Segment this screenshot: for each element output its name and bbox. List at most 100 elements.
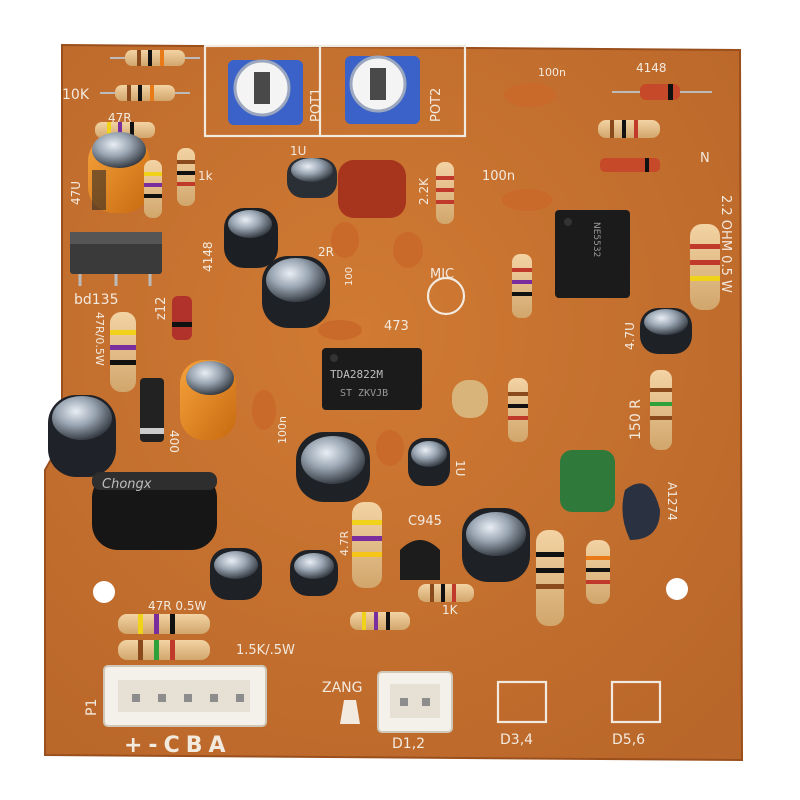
- transistor-c945: [400, 540, 440, 580]
- capacitor-lower-left: [210, 548, 262, 600]
- resistor-lower-right-b: [586, 540, 610, 604]
- label-100n-top: 100n: [538, 66, 566, 79]
- capacitor-big-center: [262, 256, 330, 328]
- label-cap-brand: Chongx: [102, 477, 152, 492]
- capacitor-dark-left: [224, 208, 278, 268]
- buzzer-symbol: [340, 700, 360, 724]
- resistor-4r7: [352, 502, 382, 588]
- label-p1: P1: [84, 699, 100, 716]
- label-pot2: POT2: [429, 88, 444, 122]
- label-pins: +-CBA: [124, 733, 232, 758]
- zener-diode: [172, 296, 192, 340]
- capacitor-horizontal-black: [92, 472, 217, 550]
- label-4r7-low: 4.7R: [338, 531, 351, 556]
- resistor-bottom-mid: [350, 612, 410, 630]
- label-150r: 150 R: [628, 399, 644, 440]
- film-capacitor-red: [338, 160, 406, 218]
- trimmer-pot-1: [228, 59, 303, 125]
- label-1k-low: 1K: [442, 603, 459, 617]
- connector-p1: [103, 665, 267, 727]
- ic-right-dip8: [555, 210, 630, 298]
- resistor-10k: [100, 85, 190, 101]
- capacitor-4u7: [640, 308, 692, 354]
- mounting-hole: [666, 578, 688, 600]
- ceramic-capacitor: [376, 430, 404, 466]
- label-mic: MIC: [430, 267, 454, 282]
- label-zang: ZANG: [322, 680, 363, 696]
- label-4148-top: 4148: [636, 61, 667, 75]
- capacitor-1u-mid: [408, 438, 450, 486]
- trimmer-pot-2: [345, 55, 420, 124]
- capacitor-lower-mid: [290, 550, 338, 596]
- label-100n-low: 100n: [276, 416, 289, 444]
- capacitor-orange-mid: [180, 360, 236, 440]
- label-1k: 1k: [198, 169, 213, 183]
- label-400: 400: [167, 430, 181, 453]
- resistor-vertical: [144, 160, 162, 218]
- label-d56: D5,6: [612, 732, 645, 748]
- label-d34: D3,4: [500, 732, 533, 748]
- capacitor-1u-top: [287, 158, 337, 198]
- label-1u-low: 1U: [453, 460, 467, 476]
- label-100n-mid: 100n: [482, 169, 515, 184]
- diode-right: [600, 158, 660, 172]
- resistor-2r2-05w: [690, 224, 720, 310]
- pot-silk-frame: [203, 44, 467, 138]
- resistor-1k5-05w: [118, 640, 210, 660]
- label-d12: D1,2: [392, 736, 425, 752]
- ceramic-capacitor: [318, 320, 362, 340]
- label-pot1: POT1: [309, 88, 324, 122]
- resistor-mid-lower: [508, 378, 528, 442]
- label-ic-sub: ST ZKVJB: [340, 388, 388, 399]
- label-2r2-05w: 2.2 OHM 0.5 W: [718, 195, 733, 293]
- resistor-150r: [650, 370, 672, 450]
- label-100: 100: [344, 267, 355, 286]
- connector-zang: [377, 671, 453, 733]
- pad-d56: [610, 680, 662, 724]
- capacitor-right-lower: [462, 508, 530, 582]
- mounting-hole: [93, 581, 115, 603]
- label-4148-left: 4148: [201, 241, 215, 272]
- ceramic-capacitor: [502, 189, 552, 211]
- resistor-47r-05w: [110, 312, 136, 392]
- capacitor-large-left: [48, 395, 116, 477]
- label-2r: 2R: [318, 245, 334, 259]
- label-z12: z12: [154, 297, 169, 320]
- ceramic-capacitor: [331, 222, 359, 258]
- resistor-2k2: [436, 162, 454, 224]
- label-47r: 47R: [108, 111, 132, 125]
- pad-d34: [496, 680, 548, 724]
- ic-tda2822m: [322, 348, 422, 410]
- film-capacitor-green: [560, 450, 615, 512]
- label-10k: 10K: [62, 87, 90, 103]
- ceramic-capacitor: [393, 232, 423, 268]
- resistor-top: [110, 50, 200, 66]
- label-47r-05w-bottom: 47R 0.5W: [148, 599, 207, 613]
- diode-4148-top: [612, 84, 712, 100]
- label-bd135: bd135: [74, 292, 119, 308]
- resistor-lower-right-a: [536, 530, 564, 626]
- capacitor-47u: [88, 132, 150, 213]
- resistor-1k-lower: [418, 584, 474, 602]
- label-ic-right: NE5532: [591, 222, 601, 257]
- label-c945: C945: [408, 514, 442, 529]
- capacitor-center-low: [296, 432, 370, 502]
- mic-pad: [426, 276, 466, 316]
- resistor-right-top: [598, 120, 660, 138]
- ceramic-capacitor: [504, 83, 556, 107]
- label-1u: 1U: [290, 144, 306, 158]
- ceramic-capacitor: [252, 390, 276, 430]
- diode-400: [140, 378, 164, 442]
- transistor-small-mid: [452, 380, 488, 418]
- label-47u: 47U: [69, 181, 83, 205]
- label-1k5-05w: 1.5K/.5W: [236, 643, 295, 658]
- transistor-a1274: [622, 483, 660, 540]
- label-4u7: 4.7U: [623, 322, 637, 350]
- label-ic-main: TDA2822M: [330, 368, 383, 381]
- label-47r-05w: 47R/0.5W: [93, 312, 106, 366]
- transistor-bd135: [70, 232, 162, 286]
- label-a1274: A1274: [665, 482, 679, 521]
- label-2k2: 2.2K: [417, 177, 431, 205]
- resistor-1k: [177, 148, 195, 206]
